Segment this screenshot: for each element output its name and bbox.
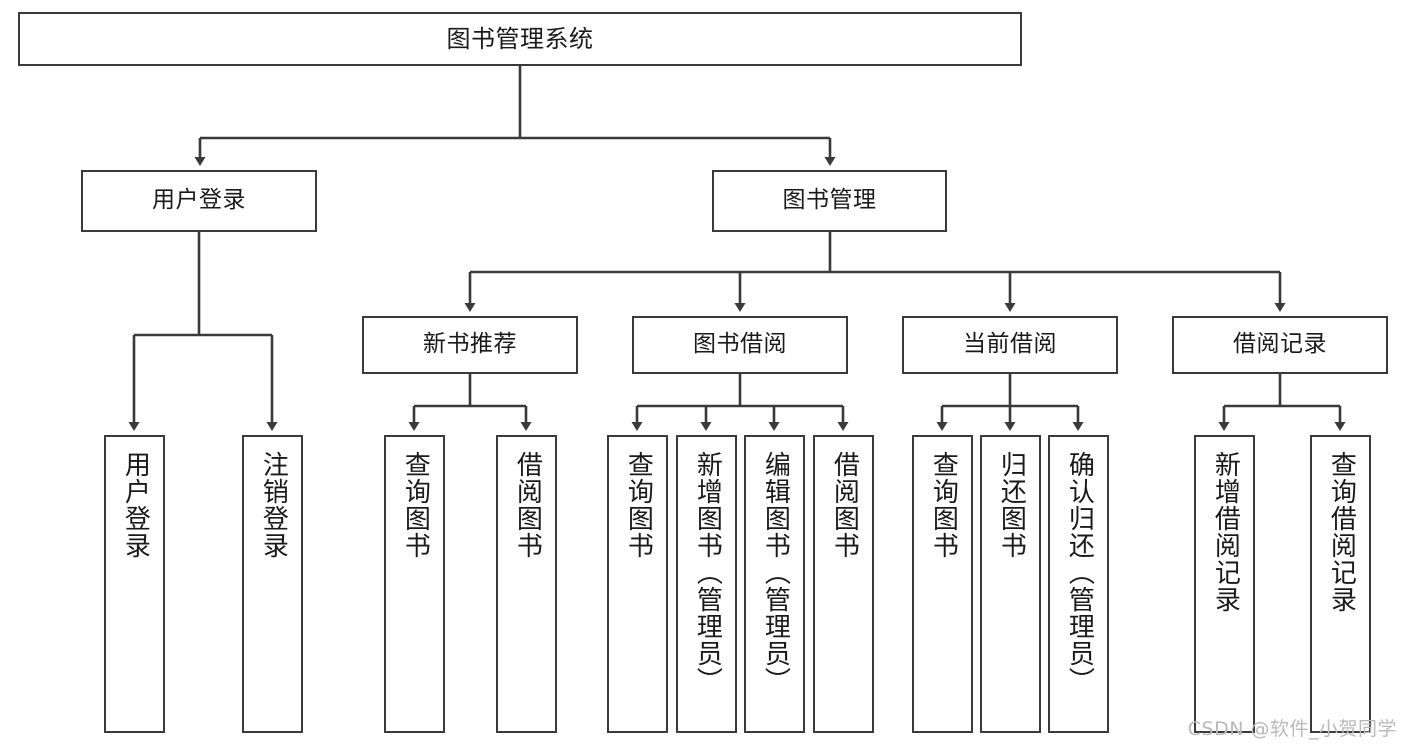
- node-leaf-query-borrow-record[interactable]: 查询借阅记录: [1310, 435, 1371, 733]
- node-leaf-add-book-admin-label: 新增图书（管理员）: [692, 451, 723, 694]
- node-leaf-borrow-book-2-label: 借阅图书: [829, 451, 860, 559]
- node-user-login-label: 用户登录: [152, 187, 246, 214]
- node-book-borrow[interactable]: 图书借阅: [632, 316, 848, 374]
- node-book-borrow-label: 图书借阅: [693, 331, 787, 358]
- node-book-manage[interactable]: 图书管理: [712, 170, 947, 232]
- node-borrow-record-label: 借阅记录: [1233, 331, 1327, 358]
- node-leaf-query-book-3-label: 查询图书: [928, 451, 959, 559]
- node-leaf-add-book-admin[interactable]: 新增图书（管理员）: [676, 435, 737, 733]
- node-leaf-return-book-label: 归还图书: [996, 451, 1027, 559]
- node-leaf-query-book-2-label: 查询图书: [623, 451, 654, 559]
- node-leaf-return-book[interactable]: 归还图书: [980, 435, 1041, 733]
- node-leaf-query-book-2[interactable]: 查询图书: [607, 435, 668, 733]
- node-leaf-edit-book-admin[interactable]: 编辑图书（管理员）: [744, 435, 805, 733]
- node-leaf-borrow-book-1-label: 借阅图书: [512, 451, 543, 559]
- node-leaf-user-login-label: 用户登录: [120, 451, 151, 559]
- node-leaf-add-borrow-record[interactable]: 新增借阅记录: [1194, 435, 1255, 733]
- node-leaf-borrow-book-2[interactable]: 借阅图书: [813, 435, 874, 733]
- node-leaf-user-login[interactable]: 用户登录: [104, 435, 165, 733]
- node-user-login[interactable]: 用户登录: [81, 170, 317, 232]
- node-leaf-query-borrow-record-label: 查询借阅记录: [1326, 451, 1357, 613]
- node-new-book-recommend[interactable]: 新书推荐: [362, 316, 578, 374]
- node-leaf-logout-login-label: 注销登录: [258, 451, 289, 559]
- node-leaf-edit-book-admin-label: 编辑图书（管理员）: [760, 451, 791, 694]
- node-leaf-add-borrow-record-label: 新增借阅记录: [1210, 451, 1241, 613]
- csdn-watermark: CSDN @软件_小贺同学: [1187, 718, 1397, 740]
- node-leaf-query-book-1-label: 查询图书: [400, 451, 431, 559]
- node-book-manage-label: 图书管理: [782, 187, 877, 214]
- node-leaf-logout-login[interactable]: 注销登录: [242, 435, 303, 733]
- node-leaf-query-book-1[interactable]: 查询图书: [384, 435, 445, 733]
- node-leaf-confirm-return-admin-label: 确认归还（管理员）: [1064, 451, 1095, 694]
- node-borrow-record[interactable]: 借阅记录: [1172, 316, 1388, 374]
- node-leaf-borrow-book-1[interactable]: 借阅图书: [496, 435, 557, 733]
- node-root-label: 图书管理系统: [446, 24, 594, 53]
- node-leaf-query-book-3[interactable]: 查询图书: [912, 435, 973, 733]
- node-current-borrow[interactable]: 当前借阅: [902, 316, 1118, 374]
- node-root-book-management-system[interactable]: 图书管理系统: [18, 12, 1022, 66]
- node-leaf-confirm-return-admin[interactable]: 确认归还（管理员）: [1048, 435, 1109, 733]
- node-new-book-recommend-label: 新书推荐: [423, 331, 517, 358]
- node-current-borrow-label: 当前借阅: [963, 331, 1057, 358]
